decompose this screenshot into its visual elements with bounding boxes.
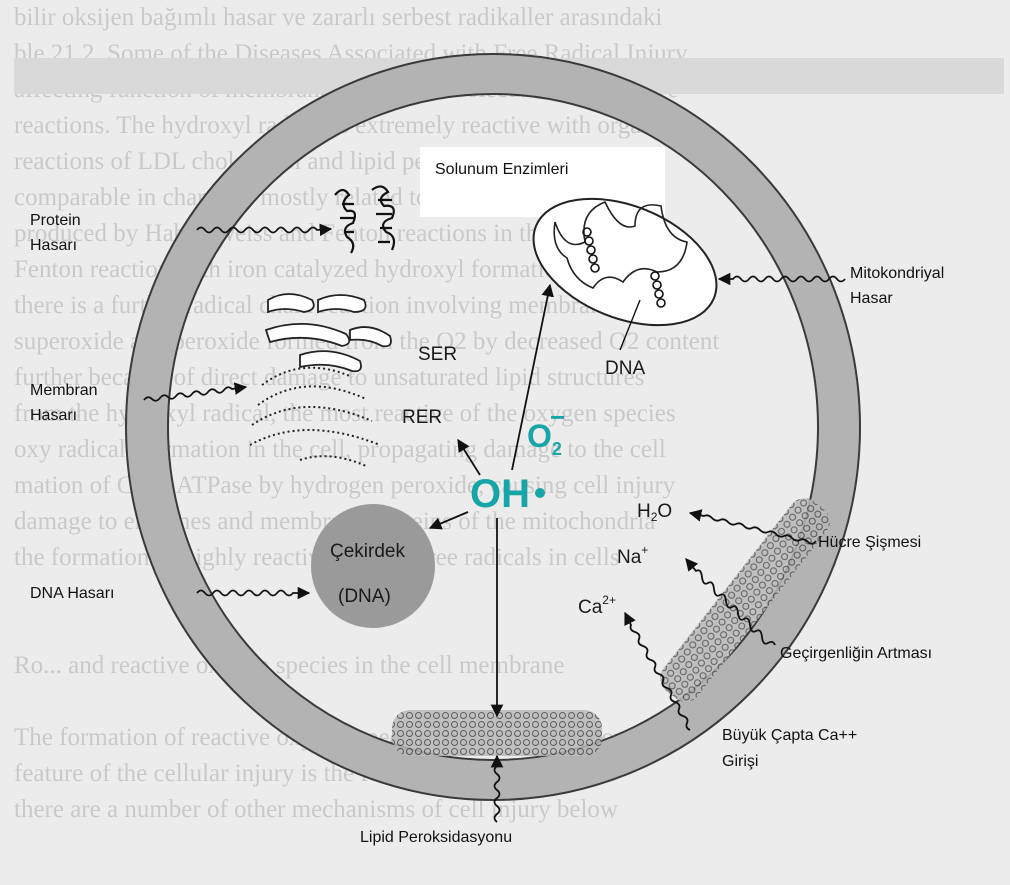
membran-hasari-label-2: Hasarı bbox=[30, 407, 77, 424]
solunum-enzimleri-label: Solunum Enzimleri bbox=[435, 161, 568, 178]
rer-label: RER bbox=[402, 407, 442, 428]
nucleus bbox=[311, 504, 435, 628]
membran-hasari-label-1: Membran bbox=[30, 382, 98, 399]
rough-er bbox=[250, 368, 380, 466]
ser-label: SER bbox=[418, 344, 457, 365]
protein-structures bbox=[335, 186, 394, 253]
mitokondriyal-label-1: Mitokondriyal bbox=[850, 265, 944, 282]
protein-hasari-label-1: Protein bbox=[30, 212, 81, 229]
h2o-label: H2O bbox=[637, 501, 672, 524]
mito-dna-label: DNA bbox=[605, 358, 645, 379]
ca-label: Ca2+ bbox=[578, 593, 616, 618]
smooth-er bbox=[266, 294, 391, 371]
gecirgenlik-label: Geçirgenliğin Artması bbox=[780, 645, 932, 662]
ca-girisi-label-1: Büyük Çapta Ca++ bbox=[722, 727, 857, 744]
cekirdek-label: Çekirdek bbox=[330, 541, 405, 562]
lipid-peroksidasyonu-label: Lipid Peroksidasyonu bbox=[360, 829, 512, 846]
oh-radical: OH bbox=[470, 472, 530, 516]
ca-girisi-label-2: Girişi bbox=[722, 753, 758, 770]
radical-dot bbox=[535, 488, 545, 498]
nucleus-dna-label: (DNA) bbox=[338, 586, 391, 607]
hucre-sismesi-label: Hücre Şişmesi bbox=[818, 534, 921, 551]
mitokondriyal-label-2: Hasar bbox=[850, 290, 893, 307]
protein-hasari-label-2: Hasarı bbox=[30, 237, 77, 254]
dna-hasari-label: DNA Hasarı bbox=[30, 585, 114, 602]
superoxide-charge: − bbox=[550, 402, 565, 432]
damaged-membrane-bottom bbox=[392, 710, 602, 756]
na-label: Na+ bbox=[617, 543, 648, 568]
